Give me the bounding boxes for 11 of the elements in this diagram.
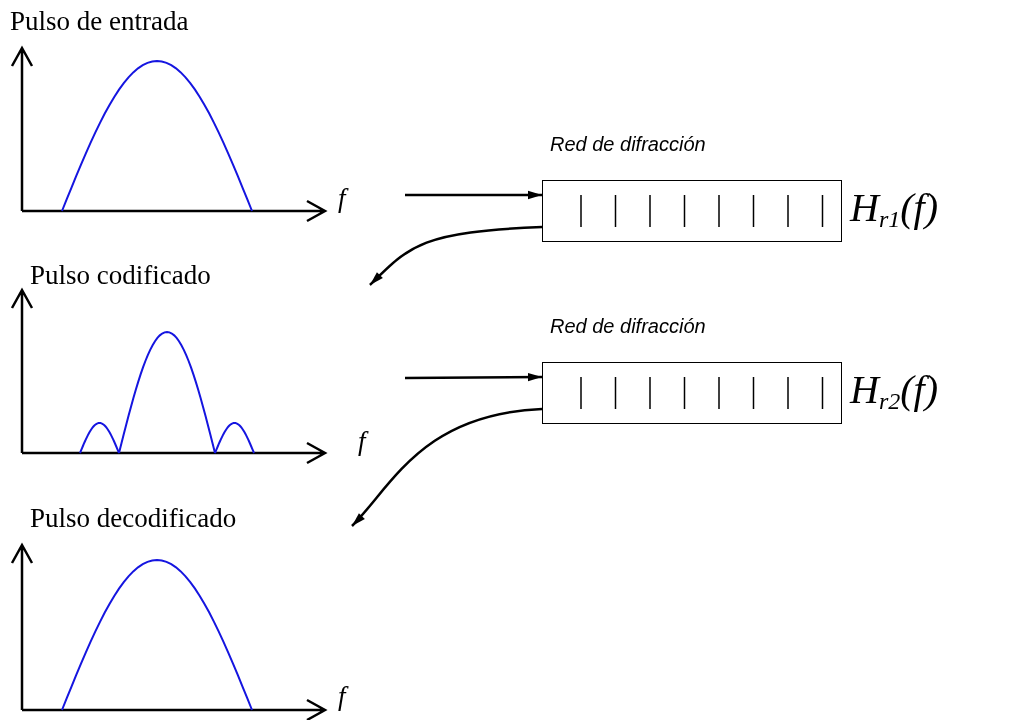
transfer-function-label: H$_{r2}$(f) (850, 370, 938, 413)
transfer-function-label: H$_{r1}$(f) (850, 188, 938, 231)
grating-label: Red de difracción (550, 314, 706, 338)
arrow (369, 225, 543, 286)
arrow (351, 407, 543, 527)
grating-label: Red de difracción (550, 132, 706, 156)
plot-title: Pulso codificado (30, 262, 211, 289)
plot-title: Pulso decodificado (30, 505, 237, 532)
arrow (405, 372, 542, 382)
arrow (405, 190, 542, 200)
plot-title: Pulso de entrada (10, 8, 189, 35)
